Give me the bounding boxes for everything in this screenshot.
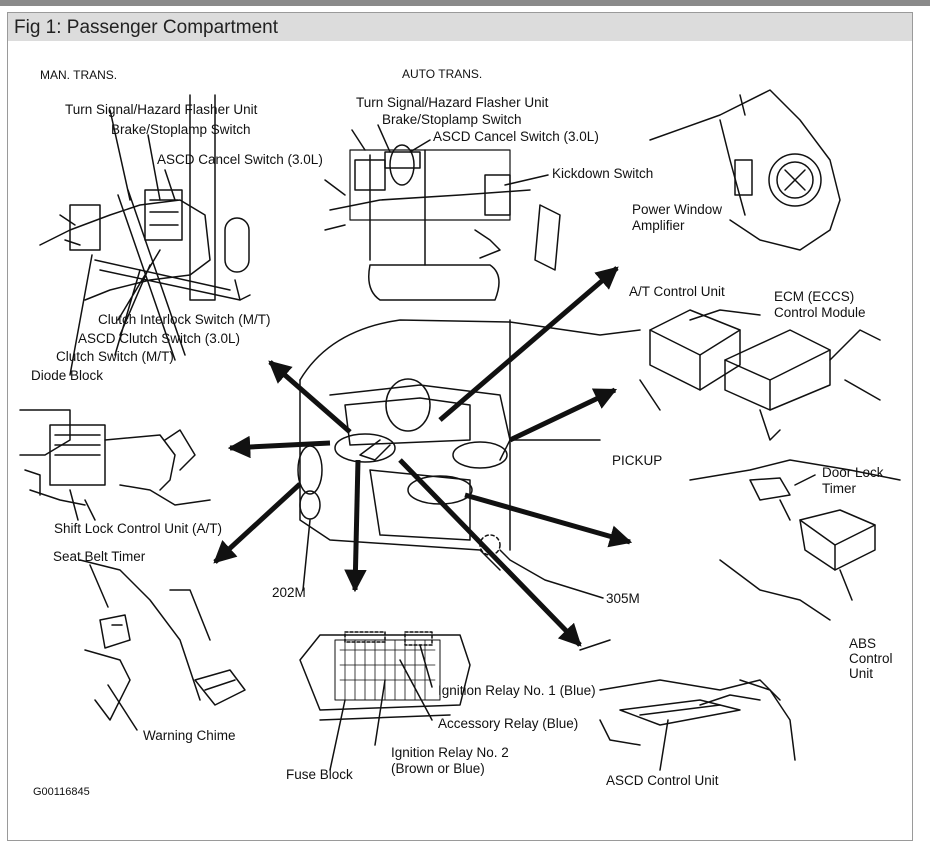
label-power-window-line1: Power Window: [632, 202, 723, 217]
auto-trans-column-drawing: [324, 124, 561, 301]
label-seat-belt-timer: Seat Belt Timer: [53, 549, 146, 564]
label-power-window-line2: Amplifier: [632, 218, 685, 233]
label-at-ascd-cancel-switch: ASCD Cancel Switch (3.0L): [433, 129, 599, 144]
label-ecm-line2: Control Module: [774, 305, 866, 320]
seat-belt-timer-drawing: [79, 559, 246, 731]
shift-lock-drawing: [19, 409, 211, 521]
figure-id: G00116845: [33, 786, 90, 798]
label-mt-brake-stoplamp-switch: Brake/Stoplamp Switch: [111, 122, 251, 137]
door-lock-abs-drawing: [689, 459, 901, 621]
label-ignition-relay-2-line2: (Brown or Blue): [391, 761, 485, 776]
window-top-border: [0, 0, 930, 6]
label-connector-202m: 202M: [272, 585, 306, 600]
label-at-turn-signal-flasher: Turn Signal/Hazard Flasher Unit: [356, 95, 549, 110]
callout-arrows: [213, 266, 633, 647]
label-ignition-relay-1: Ignition Relay No. 1 (Blue): [438, 683, 596, 698]
label-door-lock-line2: Timer: [822, 481, 856, 496]
auto-trans-heading: AUTO TRANS.: [402, 67, 483, 81]
label-ascd-control-unit: ASCD Control Unit: [606, 773, 719, 788]
power-window-drawing: [649, 89, 841, 251]
label-connector-305m: 305M: [606, 591, 640, 606]
label-fuse-block: Fuse Block: [286, 767, 353, 782]
label-diode-block: Diode Block: [31, 368, 104, 383]
ascd-control-drawing: [579, 639, 796, 771]
label-at-control-unit: A/T Control Unit: [629, 284, 725, 299]
label-clutch-interlock-switch: Clutch Interlock Switch (M/T): [98, 312, 271, 327]
label-pickup: PICKUP: [612, 453, 663, 468]
label-mt-ascd-cancel-switch: ASCD Cancel Switch (3.0L): [157, 152, 323, 167]
man-trans-heading: MAN. TRANS.: [40, 68, 118, 82]
figure-title-bar: Fig 1: Passenger Compartment: [8, 13, 912, 41]
label-at-brake-stoplamp-switch: Brake/Stoplamp Switch: [382, 112, 522, 127]
figure-title: Fig 1: Passenger Compartment: [14, 17, 279, 38]
fuse-block-drawing: [299, 631, 471, 771]
label-ecm-line1: ECM (ECCS): [774, 289, 855, 304]
label-mt-turn-signal-flasher: Turn Signal/Hazard Flasher Unit: [65, 102, 258, 117]
label-shift-lock-control-unit: Shift Lock Control Unit (A/T): [54, 521, 223, 536]
control-units-drawing: [639, 309, 881, 441]
label-abs-line1: ABS: [849, 636, 877, 651]
label-warning-chime: Warning Chime: [143, 728, 236, 743]
label-abs-line3: Unit: [849, 666, 874, 681]
label-clutch-switch: Clutch Switch (M/T): [56, 349, 174, 364]
label-ascd-clutch-switch: ASCD Clutch Switch (3.0L): [78, 331, 241, 346]
man-trans-column-drawing: [39, 94, 251, 376]
label-kickdown-switch: Kickdown Switch: [552, 166, 654, 181]
label-door-lock-line1: Door Lock: [822, 465, 884, 480]
label-ignition-relay-2-line1: Ignition Relay No. 2: [391, 745, 509, 760]
label-accessory-relay: Accessory Relay (Blue): [438, 716, 579, 731]
label-abs-line2: Control: [849, 651, 893, 666]
vehicle-cabin-drawing: [297, 319, 641, 599]
